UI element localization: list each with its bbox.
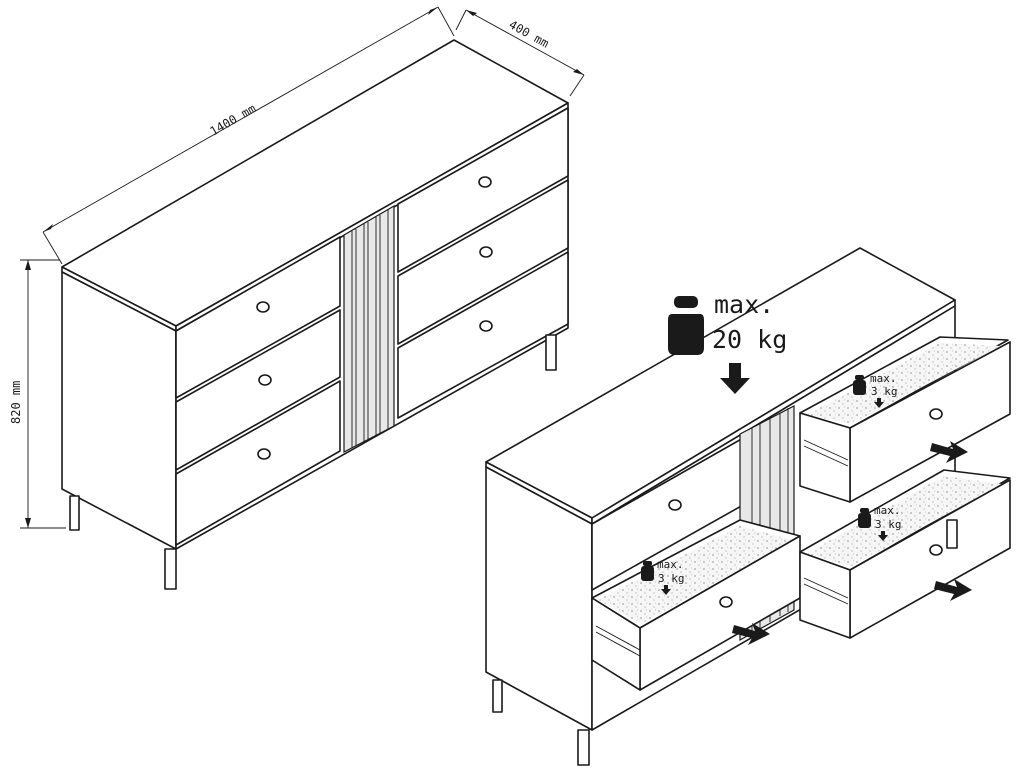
height-label: 820 mm	[9, 381, 23, 424]
top-load-callout: max. 20 kg	[668, 290, 787, 394]
dresser-closed: 1400 mm 400 mm 820 mm	[9, 6, 585, 590]
drawer-right-1	[397, 107, 569, 273]
drawer-weight-label: 3 kg	[658, 572, 685, 585]
drawer-open-right-1	[799, 336, 1011, 503]
drawer-load-callout-2: max. 3 kg	[858, 504, 902, 541]
dimension-height: 820 mm	[9, 259, 66, 529]
drawer-right-3	[397, 251, 569, 419]
top-weight-label: 20 kg	[712, 325, 787, 354]
knob-icon	[668, 499, 682, 511]
width-label: 1400 mm	[208, 101, 259, 138]
top-max-label: max.	[714, 290, 774, 319]
drawer-left-1	[175, 236, 341, 399]
down-arrow-icon	[878, 531, 888, 541]
depth-label: 400 mm	[507, 17, 552, 50]
legs-open	[492, 519, 958, 766]
drawer-open-left-2	[591, 519, 801, 691]
weight-icon	[853, 375, 866, 395]
down-arrow-icon	[720, 363, 750, 394]
weight-icon	[668, 296, 704, 355]
drawer-right-2	[397, 179, 569, 345]
push-arrow-icon	[732, 441, 972, 645]
drawer-max-label: max.	[870, 372, 897, 385]
drawer-left-2	[175, 309, 341, 471]
drawer-weight-label: 3 kg	[875, 518, 902, 531]
legs	[69, 334, 557, 590]
slatted-panel	[343, 204, 395, 453]
drawer-left-3	[175, 380, 341, 546]
drawer-load-callout-3: max. 3 kg	[641, 558, 685, 595]
dresser-open	[485, 247, 1011, 766]
knob-icon	[256, 176, 493, 460]
down-arrow-icon	[874, 398, 884, 408]
down-arrow-icon	[661, 585, 671, 595]
drawer-open-right-2	[799, 469, 1011, 639]
drawer-weight-label: 3 kg	[871, 385, 898, 398]
drawer-max-label: max.	[874, 504, 901, 517]
drawer-max-label: max.	[657, 558, 684, 571]
weight-icon	[641, 561, 654, 581]
weight-icon	[858, 508, 871, 528]
drawer-load-callout-1: max. 3 kg	[853, 372, 898, 408]
